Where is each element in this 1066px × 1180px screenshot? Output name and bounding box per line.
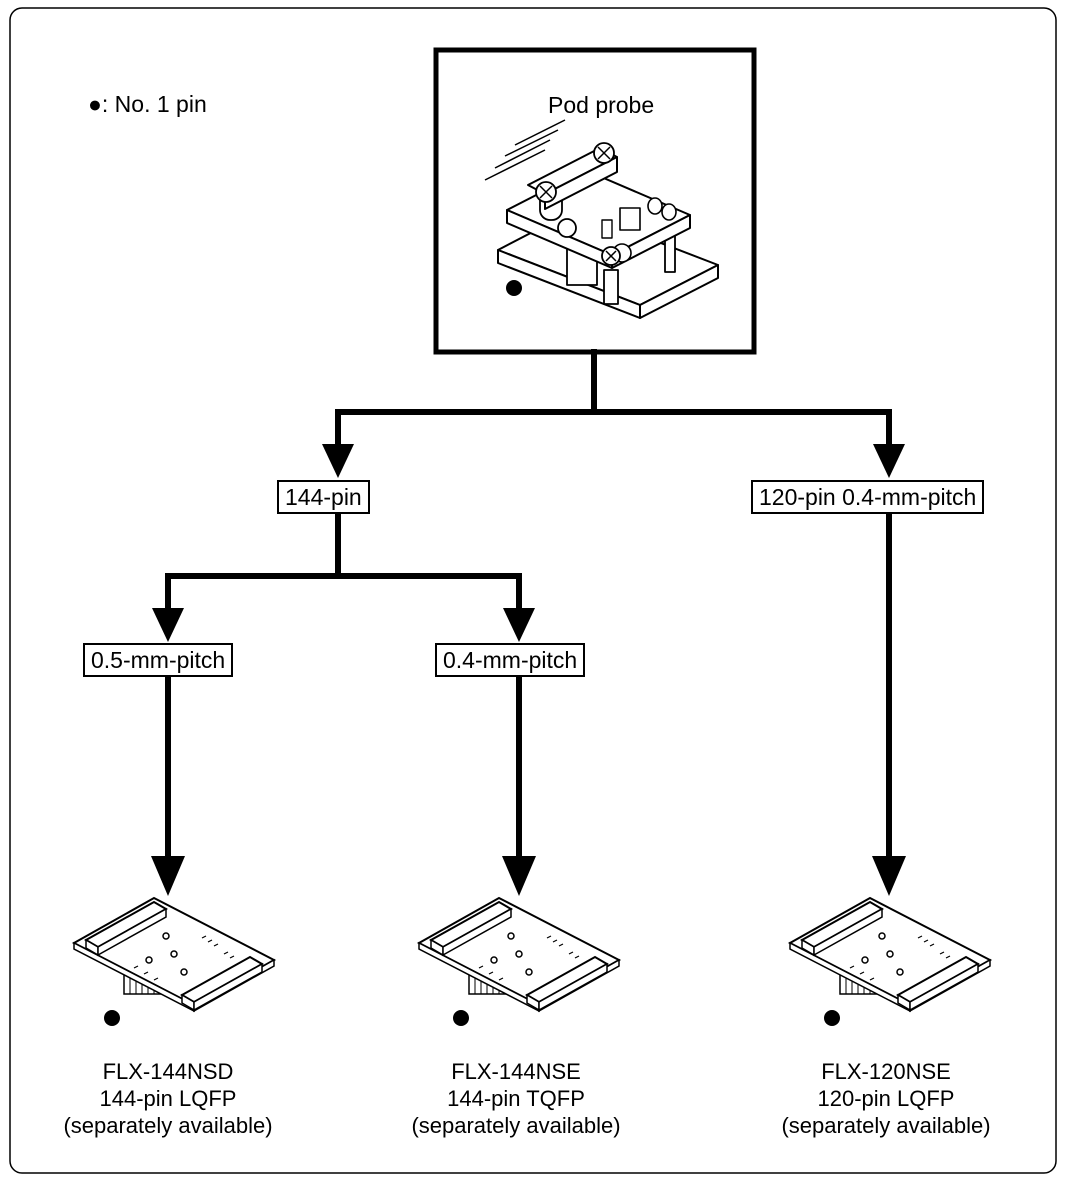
caption-note: (separately available)	[63, 1113, 273, 1138]
arrowheads	[151, 444, 906, 896]
arrowhead-120pin	[873, 444, 905, 478]
legend-marker: ●	[88, 91, 102, 117]
pin1-marker-flx144nse	[453, 1010, 469, 1026]
adapter-board-flx144nsd-illustration	[73, 897, 275, 1012]
caption-package: 144-pin LQFP	[99, 1086, 237, 1111]
caption-flx144nsd: FLX-144NSD 144-pin LQFP (separately avai…	[28, 1058, 308, 1139]
adapter-board-flx144nse-illustration	[418, 897, 620, 1012]
caption-package: 120-pin LQFP	[817, 1086, 955, 1111]
legend: ●: No. 1 pin	[88, 91, 207, 118]
pod-probe-illustration	[484, 119, 719, 319]
arrowhead-04pitch	[503, 608, 535, 642]
caption-note: (separately available)	[411, 1113, 621, 1138]
caption-model: FLX-144NSD	[102, 1059, 234, 1084]
adapter-board-flx120nse-illustration	[789, 897, 991, 1012]
pod-probe-title: Pod probe	[548, 92, 655, 118]
caption-flx120nse: FLX-120NSE 120-pin LQFP (separately avai…	[746, 1058, 1026, 1139]
label-120-pin-04-pitch: 120-pin 0.4-mm-pitch	[751, 480, 985, 514]
label-04-mm-pitch: 0.4-mm-pitch	[435, 643, 586, 677]
outer-frame	[9, 7, 1057, 1174]
tree-connectors	[165, 349, 892, 863]
caption-model: FLX-144NSE	[451, 1059, 581, 1084]
caption-package: 144-pin TQFP	[447, 1086, 585, 1111]
arrowhead-flx144nse	[502, 856, 536, 896]
caption-model: FLX-120NSE	[821, 1059, 951, 1084]
caption-note: (separately available)	[781, 1113, 991, 1138]
label-144-pin: 144-pin	[277, 480, 370, 514]
pin1-marker-flx120nse	[824, 1010, 840, 1026]
pod-pin1-marker	[506, 280, 522, 296]
arrowhead-flx120nse	[872, 856, 906, 896]
arrowhead-05pitch	[152, 608, 184, 642]
arrowhead-flx144nsd	[151, 856, 185, 896]
legend-text: : No. 1 pin	[101, 91, 207, 117]
arrowhead-144pin	[322, 444, 354, 478]
pin1-marker-flx144nsd	[104, 1010, 120, 1026]
label-05-mm-pitch: 0.5-mm-pitch	[83, 643, 234, 677]
caption-flx144nse: FLX-144NSE 144-pin TQFP (separately avai…	[376, 1058, 656, 1139]
